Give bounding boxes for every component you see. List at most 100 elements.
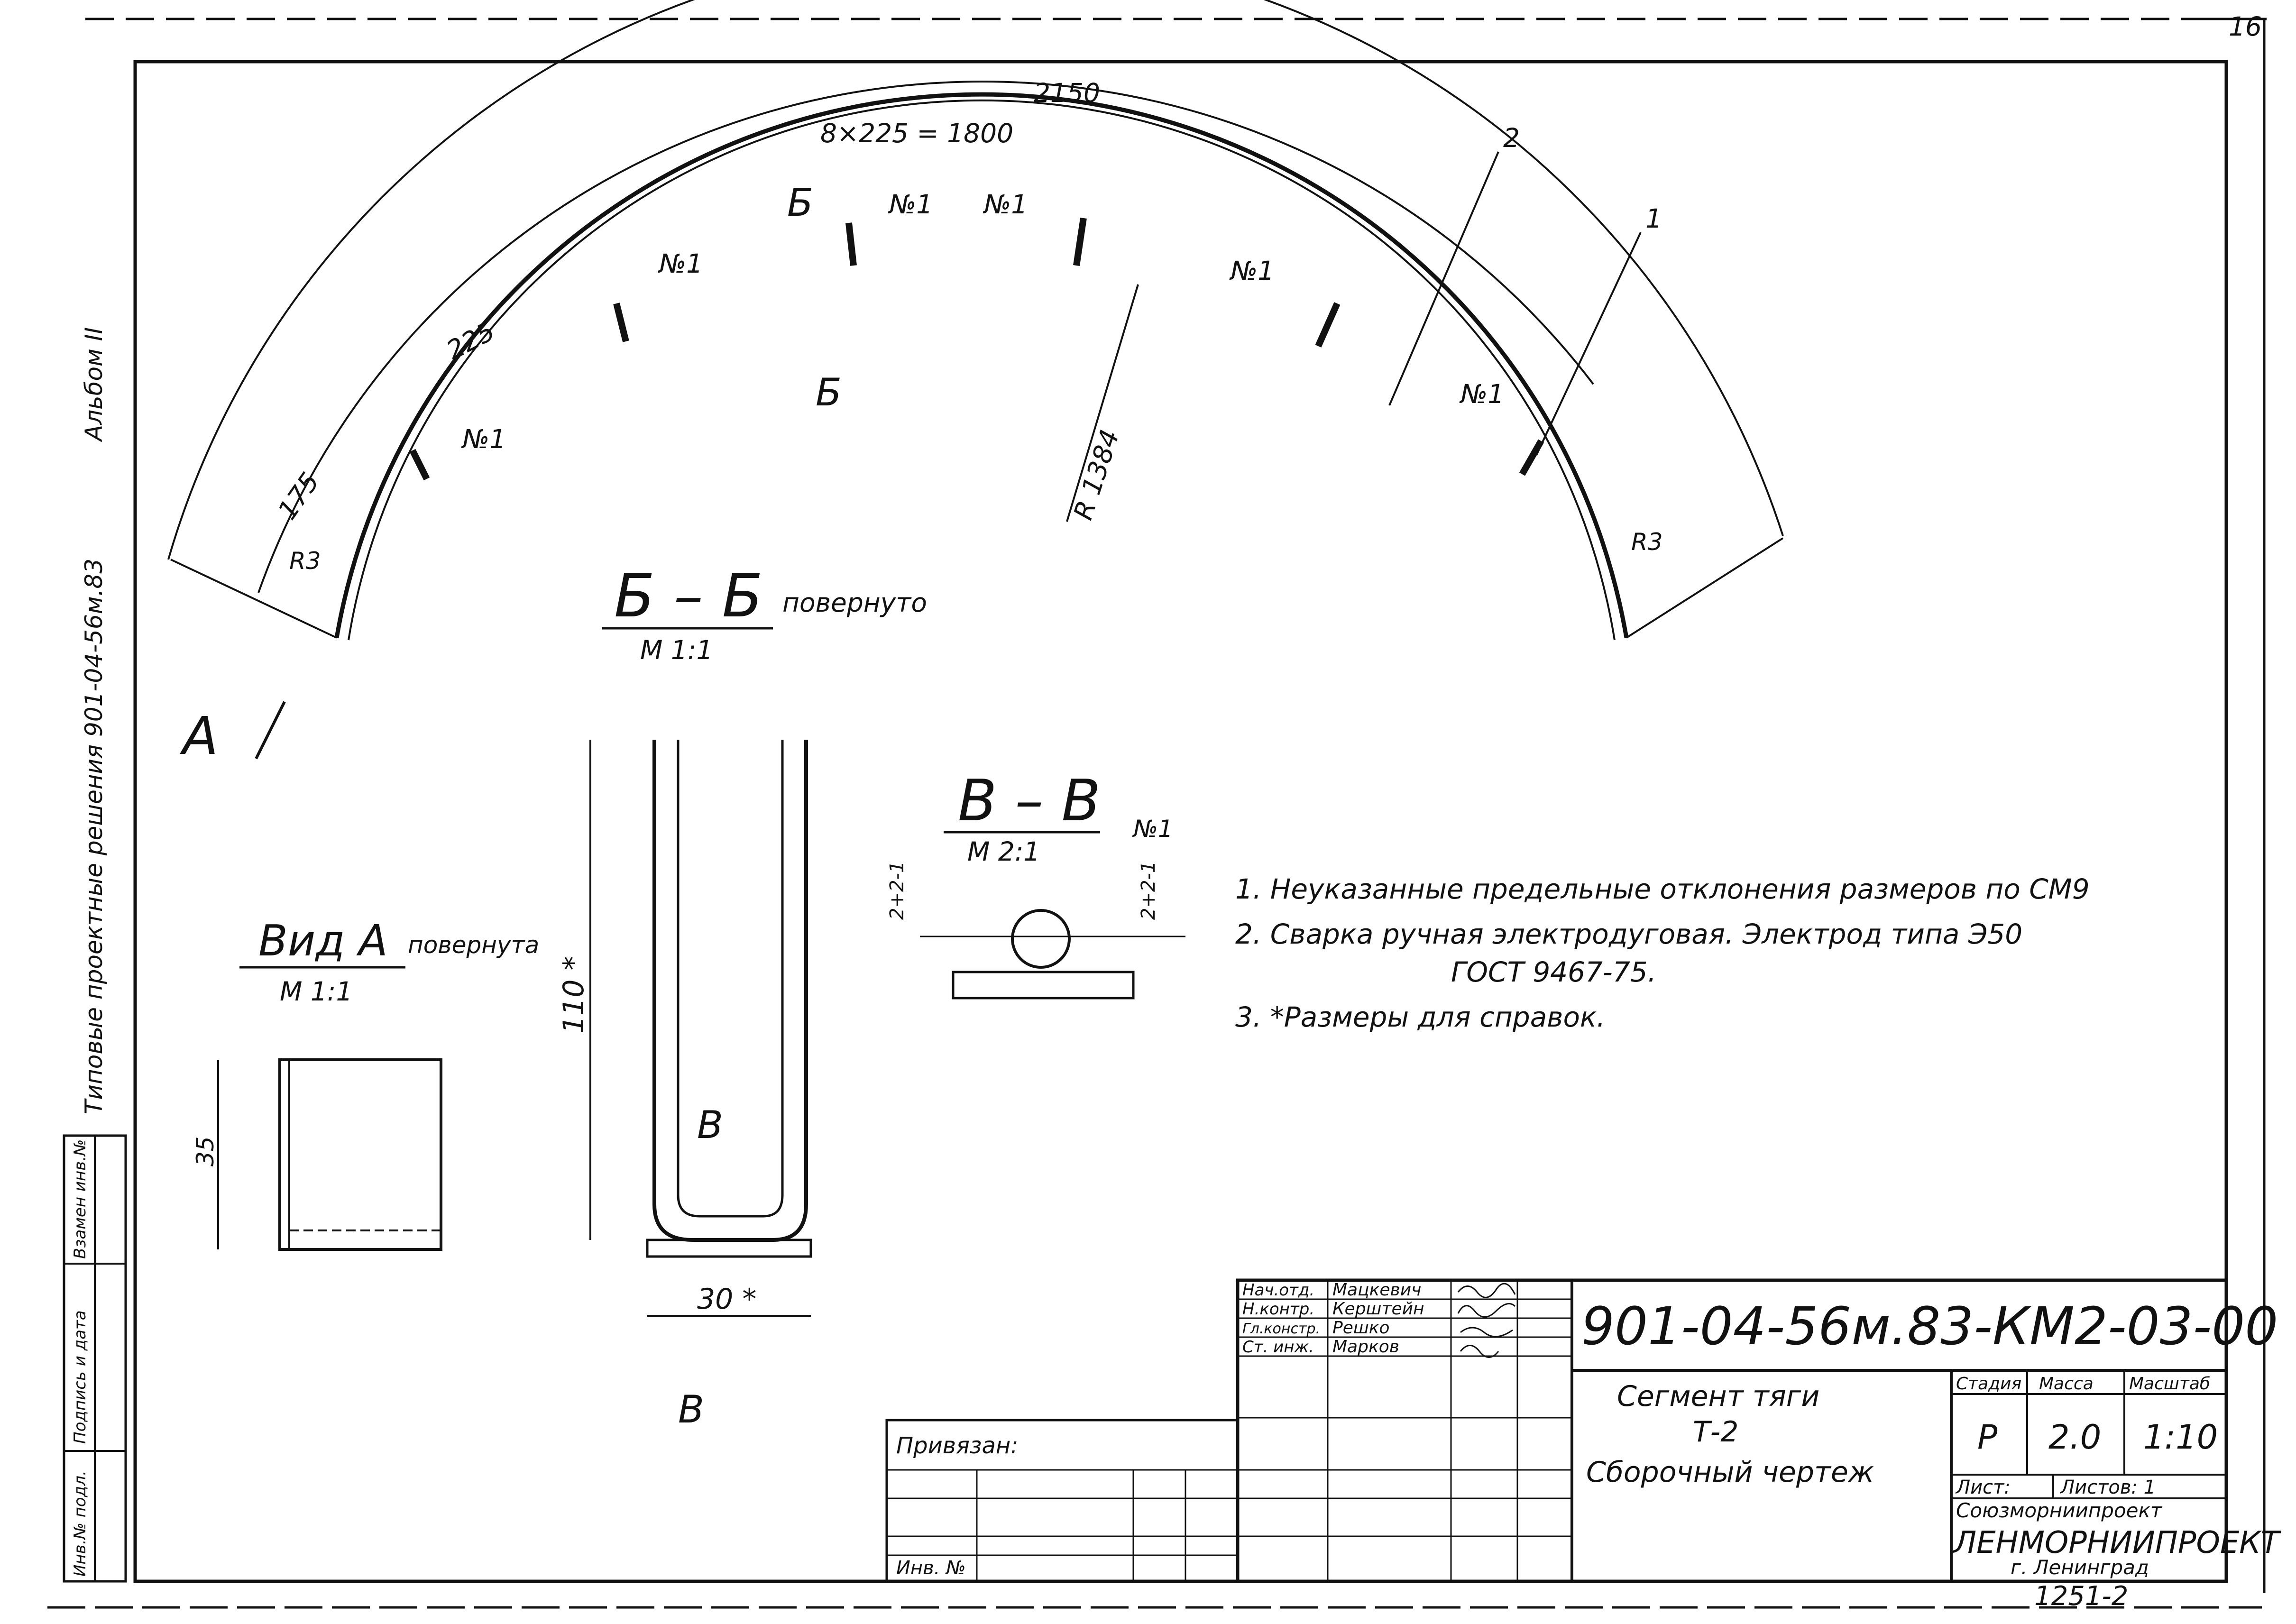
vv-weld-label: №1 bbox=[1132, 815, 1173, 843]
view-a-scale: М 1:1 bbox=[280, 976, 352, 1007]
leader-2-label: 2 bbox=[1503, 123, 1520, 153]
segment-arc-view: R 1384 №1 №1 №1 №1 №1 №1 2150 8×225 = 18… bbox=[167, 0, 1784, 766]
weld-stub bbox=[1315, 302, 1341, 348]
dim-total: 2150 bbox=[1034, 78, 1100, 108]
segment-rod bbox=[334, 92, 1629, 638]
general-notes: 1. Неуказанные предельные отклонения раз… bbox=[1235, 873, 2090, 1033]
role-label: Ст. инж. bbox=[1242, 1338, 1314, 1357]
section-vv-title: В – В bbox=[958, 768, 1101, 834]
view-a-arrow bbox=[255, 701, 286, 760]
rod-section bbox=[1011, 909, 1071, 969]
scale-label: Масштаб bbox=[2129, 1374, 2210, 1394]
side-stamp-inv: Инв.№ подл. bbox=[71, 1470, 90, 1577]
radius-label: R 1384 bbox=[1067, 426, 1125, 523]
view-a-plate bbox=[278, 1058, 442, 1251]
document-code: 901-04-56м.83-КМ2-03-00 СБ bbox=[1581, 1296, 2296, 1357]
signature bbox=[1460, 1345, 1499, 1358]
view-a-dim: 35 bbox=[192, 1136, 219, 1166]
radius-line bbox=[1066, 284, 1139, 522]
role-label: Нач.отд. bbox=[1242, 1281, 1314, 1300]
stage-value: Р bbox=[1977, 1418, 1998, 1457]
section-bb-mark-top: Б bbox=[787, 181, 813, 225]
note-3: 3. *Размеры для справок. bbox=[1235, 1001, 1605, 1033]
section-bb-mark-bottom: Б bbox=[816, 370, 842, 414]
org-city: г. Ленинград bbox=[2011, 1556, 2149, 1579]
role-name: Марков bbox=[1332, 1337, 1399, 1357]
leader-2 bbox=[1388, 151, 1499, 406]
role-name: Мацкевич bbox=[1332, 1280, 1421, 1300]
weld-stub bbox=[409, 449, 430, 481]
sheets-label: Листов: 1 bbox=[2059, 1477, 2156, 1498]
album-label: Альбом II bbox=[80, 327, 108, 442]
section-bb-scale: М 1:1 bbox=[640, 635, 713, 665]
section-bb-note: повернуто bbox=[782, 587, 927, 618]
inv-no-label: Инв. № bbox=[896, 1557, 966, 1579]
series-label: Типовые проектные решения 901-04-56м.83 bbox=[80, 559, 108, 1114]
role-label: Н.контр. bbox=[1242, 1300, 1314, 1319]
signature bbox=[1460, 1327, 1513, 1338]
vv-tol-left: 2+2-1 bbox=[886, 861, 908, 920]
section-bb-title: Б – Б bbox=[614, 562, 762, 631]
weld-stub bbox=[613, 303, 629, 342]
view-a-title: Вид А bbox=[258, 916, 388, 966]
scale-value: 1:10 bbox=[2143, 1418, 2218, 1457]
side-stamp: Инв.№ подл. Подпись и дата Взамен инв.№ bbox=[63, 1134, 127, 1583]
segment-rod-inner bbox=[348, 99, 1616, 641]
view-a: Вид А повернута М 1:1 35 bbox=[192, 916, 539, 1251]
privyazan-label: Привязан: bbox=[896, 1432, 1018, 1459]
dim-end: 175 bbox=[272, 467, 325, 525]
view-a-note: повернута bbox=[408, 931, 539, 959]
dim-arc-pitch bbox=[257, 81, 1594, 593]
doc-name-line-3: Сборочный чертеж bbox=[1586, 1456, 1874, 1489]
org-secondary: ЛЕНМОРНИИПРОЕКТ bbox=[1953, 1525, 2282, 1560]
fillet-radius-right: R3 bbox=[1631, 528, 1663, 556]
u-bar-inner bbox=[677, 740, 784, 1218]
view-a-mark: А bbox=[180, 706, 218, 766]
weld-label: №1 bbox=[1459, 379, 1504, 409]
signature bbox=[1457, 1303, 1516, 1318]
section-vv-mark-bottom: В bbox=[678, 1387, 704, 1431]
org-primary: Союзморниипроект bbox=[1956, 1499, 2163, 1522]
weld-label: №1 bbox=[983, 189, 1028, 220]
side-stamp-replace: Взамен инв.№ bbox=[71, 1139, 90, 1259]
weld-stub bbox=[845, 222, 857, 266]
dim-step: 225 bbox=[441, 316, 500, 366]
archive-number: 1251-2 bbox=[2034, 1581, 2128, 1612]
stage-label: Стадия bbox=[1956, 1374, 2021, 1394]
sheet-label: Лист: bbox=[1955, 1477, 2011, 1498]
role-name: Решко bbox=[1332, 1318, 1390, 1338]
height-dim: 110 * bbox=[557, 956, 590, 1034]
weld-stub bbox=[1073, 217, 1087, 266]
title-block: Привязан: Инв. № Нач.отд. Мацкевич Н.кон… bbox=[885, 1278, 2296, 1612]
weld-label: №1 bbox=[461, 424, 506, 454]
doc-name-line-1: Сегмент тяги bbox=[1617, 1380, 1819, 1413]
end-line-left bbox=[170, 559, 337, 639]
vv-base-plate bbox=[952, 971, 1135, 1000]
weld-label: №1 bbox=[658, 248, 703, 279]
vv-tol-right: 2+2-1 bbox=[1138, 861, 1159, 920]
section-vv-mark-top: В bbox=[697, 1103, 723, 1147]
width-dim: 30 * bbox=[697, 1283, 756, 1316]
dim-arc-total bbox=[167, 0, 1784, 560]
role-name: Керштейн bbox=[1332, 1299, 1424, 1319]
dim-pitch: 8×225 = 1800 bbox=[820, 118, 1013, 148]
weld-stub bbox=[1519, 439, 1544, 476]
mass-label: Масса bbox=[2039, 1374, 2094, 1394]
role-label: Гл.констр. bbox=[1242, 1321, 1320, 1337]
privyazan-box bbox=[885, 1419, 1239, 1583]
weld-label: №1 bbox=[888, 189, 933, 220]
signature bbox=[1457, 1283, 1516, 1298]
doc-name-line-2: Т-2 bbox=[1693, 1415, 1738, 1449]
mass-value: 2.0 bbox=[2048, 1418, 2101, 1457]
side-stamp-sign: Подпись и дата bbox=[71, 1310, 90, 1444]
base-plate bbox=[646, 1239, 812, 1258]
leader-1-label: 1 bbox=[1645, 203, 1662, 234]
note-2: 2. Сварка ручная электродуговая. Электро… bbox=[1235, 918, 2022, 950]
fillet-radius-left: R3 bbox=[289, 547, 321, 575]
note-1: 1. Неуказанные предельные отклонения раз… bbox=[1235, 873, 2090, 905]
section-vv-scale: М 2:1 bbox=[967, 836, 1040, 867]
weld-label: №1 bbox=[1229, 256, 1274, 286]
section-vv-view: В – В М 2:1 2+2-1 2+2-1 №1 bbox=[886, 768, 1185, 1000]
leader-1 bbox=[1535, 232, 1642, 456]
